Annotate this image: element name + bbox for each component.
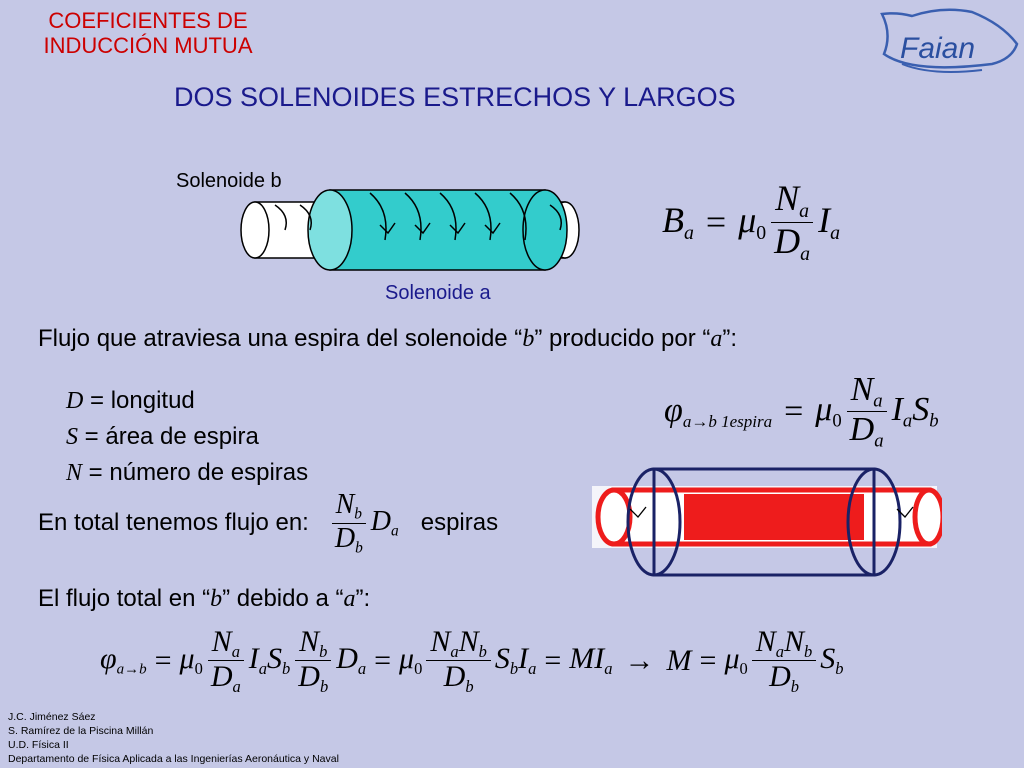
eq1-equals: = <box>705 202 727 243</box>
definition-n: N = número de espiras <box>66 459 309 486</box>
credit-line: U.D. Física II <box>8 739 69 751</box>
total-flux-sentence: El flujo total en “b” debido a “a”: <box>38 585 371 612</box>
logo-text: Faian <box>900 32 975 65</box>
eq2-phi: φa→b 1espira <box>664 391 773 431</box>
eq2-mu: μ0 <box>815 390 842 432</box>
solenoid-a-label: Solenoide a <box>385 282 491 304</box>
solenoid-a-outline <box>652 467 876 577</box>
eq3-fraction-3: NaNb Db <box>426 626 491 695</box>
faian-logo: Faian <box>872 4 1022 84</box>
total-fraction: Nb Db <box>331 490 367 556</box>
eq3-arrow: → <box>624 643 655 677</box>
solenoid-diagram-bottom <box>592 467 942 577</box>
eq1-lhs: Ba <box>662 200 694 245</box>
eq3-fraction-2: Nb Db <box>294 626 332 695</box>
eq3-mi: MIa <box>569 642 613 678</box>
credit-line: J.C. Jiménez Sáez <box>8 711 96 723</box>
eq2-fraction: Na Da <box>846 372 888 451</box>
eq2-equals: = <box>784 392 804 430</box>
definition-d: D = longitud <box>66 387 195 414</box>
equation-b-field: Ba = μ0 Na Da Ia <box>662 179 840 264</box>
credits: J.C. Jiménez Sáez S. Ramírez de la Pisci… <box>8 710 339 766</box>
credit-line: Departamento de Física Aplicada a las In… <box>8 753 339 765</box>
page-subtitle: DOS SOLENOIDES ESTRECHOS Y LARGOS <box>174 82 736 112</box>
solenoid-a-body <box>329 189 546 271</box>
airplane-logo-icon: Faian <box>880 8 1019 73</box>
equation-flux-one-turn: φa→b 1espira = μ0 Na Da Ia Sb <box>664 372 939 451</box>
eq2-current: Ia <box>891 390 913 432</box>
definitions-list: D = longitud S = área de espira N = núme… <box>66 383 308 491</box>
definition-s: S = área de espira <box>66 423 259 450</box>
flux-sentence: Flujo que atraviesa una espira del solen… <box>38 325 738 352</box>
title-line-1: COEFICIENTES DE <box>48 8 248 33</box>
eq3-phi: φa→b <box>100 642 147 678</box>
total-length: Da <box>370 505 399 540</box>
eq1-current: Ia <box>818 200 840 245</box>
solenoid-diagram-top <box>240 189 580 271</box>
title-line-2: INDUCCIÓN MUTUA <box>43 33 253 58</box>
equation-total-flux: φa→b = μ0 Na Da Ia Sb Nb Db Da = μ0 NaNb… <box>100 625 844 696</box>
eq3-m: M <box>666 643 692 677</box>
total-sentence: En total tenemos flujo en: Nb Db Da espi… <box>38 489 499 556</box>
solenoid-b-label: Solenoide b <box>176 170 282 192</box>
page-title: COEFICIENTES DE INDUCCIÓN MUTUA <box>8 8 288 58</box>
eq1-mu: μ0 <box>738 200 767 245</box>
eq2-area: Sb <box>912 390 939 432</box>
credit-line: S. Ramírez de la Piscina Millán <box>8 725 154 737</box>
eq3-fraction-1: Na Da <box>207 626 245 695</box>
eq1-fraction: Na Da <box>770 179 814 264</box>
eq3-fraction-4: NaNb Db <box>751 626 817 695</box>
